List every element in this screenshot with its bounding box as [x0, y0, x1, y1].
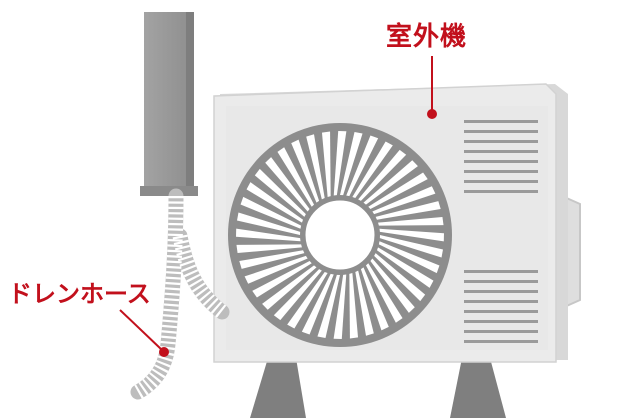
fan-blade	[358, 149, 407, 201]
label-outdoor-unit: 室外機	[386, 22, 468, 52]
vent-grille-bottom	[464, 270, 538, 343]
vent-slat	[464, 180, 538, 183]
drain-hose-ribs-branch	[172, 234, 227, 318]
fan-blade	[370, 258, 415, 313]
fan-blade	[363, 160, 418, 205]
fan-blade	[355, 270, 374, 336]
pipe-cover-edge	[186, 12, 194, 192]
callout-dot-drain-hose	[159, 347, 169, 357]
fan-blade	[273, 269, 322, 321]
fan-guard	[228, 123, 452, 347]
fan-blade	[346, 135, 379, 197]
label-drain-hose: ドレンホース	[8, 280, 151, 308]
callout-drain-hose	[119, 309, 169, 357]
vent-slat	[464, 310, 538, 313]
fan-blade	[244, 255, 308, 284]
vent-slat	[464, 290, 538, 293]
fan-blade	[368, 172, 428, 210]
fan-blade	[378, 216, 444, 226]
drain-hose	[130, 188, 230, 400]
vent-slat	[464, 130, 538, 133]
fan-blade	[360, 267, 389, 331]
fan-blade	[321, 131, 331, 197]
stand-right	[450, 358, 506, 418]
fan-blade	[374, 253, 426, 302]
fan-blade	[287, 271, 328, 329]
vent-slat	[464, 320, 538, 323]
pipe-cover-base	[140, 186, 198, 196]
fan-blade	[246, 182, 304, 223]
fan-blade	[376, 247, 434, 288]
pipe-cover	[140, 12, 198, 196]
fan-blade	[365, 263, 403, 323]
callout-outdoor-unit	[427, 56, 437, 119]
vent-slat	[464, 330, 538, 333]
fan-blade	[236, 244, 302, 254]
callout-dot-outdoor-unit	[427, 109, 437, 119]
fan-blade	[378, 241, 440, 274]
fan-blade	[372, 186, 436, 215]
fan-blade	[265, 157, 310, 212]
fan-blade	[277, 147, 315, 207]
vent-slat	[464, 280, 538, 283]
fan-blade	[317, 274, 340, 338]
fan-blade	[375, 201, 441, 220]
pipe-cover-front	[144, 12, 190, 192]
vent-grille-top	[464, 120, 538, 193]
fan-blade	[349, 273, 359, 339]
fan-blade	[301, 273, 334, 335]
drain-hose-ribs-main	[134, 195, 184, 399]
unit-stands	[250, 358, 506, 418]
fan-blade	[333, 274, 347, 339]
fan-blade	[306, 134, 325, 200]
callout-line-drain-hose	[119, 309, 163, 351]
fan-blade	[252, 260, 312, 298]
vent-slat	[464, 150, 538, 153]
fan-blade	[240, 196, 302, 229]
vent-slat	[464, 120, 538, 123]
fan-blade	[291, 139, 320, 203]
fan-hub	[302, 197, 378, 273]
vent-slat	[464, 140, 538, 143]
fan-blade	[340, 132, 363, 196]
vent-slat	[464, 160, 538, 163]
fan-blade	[237, 212, 301, 235]
vent-slat	[464, 170, 538, 173]
fan-blade	[379, 235, 443, 258]
fan-blade	[254, 168, 306, 217]
fan-blade	[352, 141, 393, 199]
fan-blade	[333, 131, 347, 196]
fan-blade	[239, 250, 305, 269]
stand-left	[250, 358, 306, 418]
fan-blade	[262, 265, 317, 310]
vent-slat	[464, 340, 538, 343]
fan-blade	[236, 228, 301, 242]
vent-slat	[464, 300, 538, 303]
fan-blades	[236, 131, 444, 339]
vent-slat	[464, 270, 538, 273]
vent-slat	[464, 190, 538, 193]
outdoor-unit	[213, 83, 568, 363]
fan-blade	[379, 228, 444, 242]
